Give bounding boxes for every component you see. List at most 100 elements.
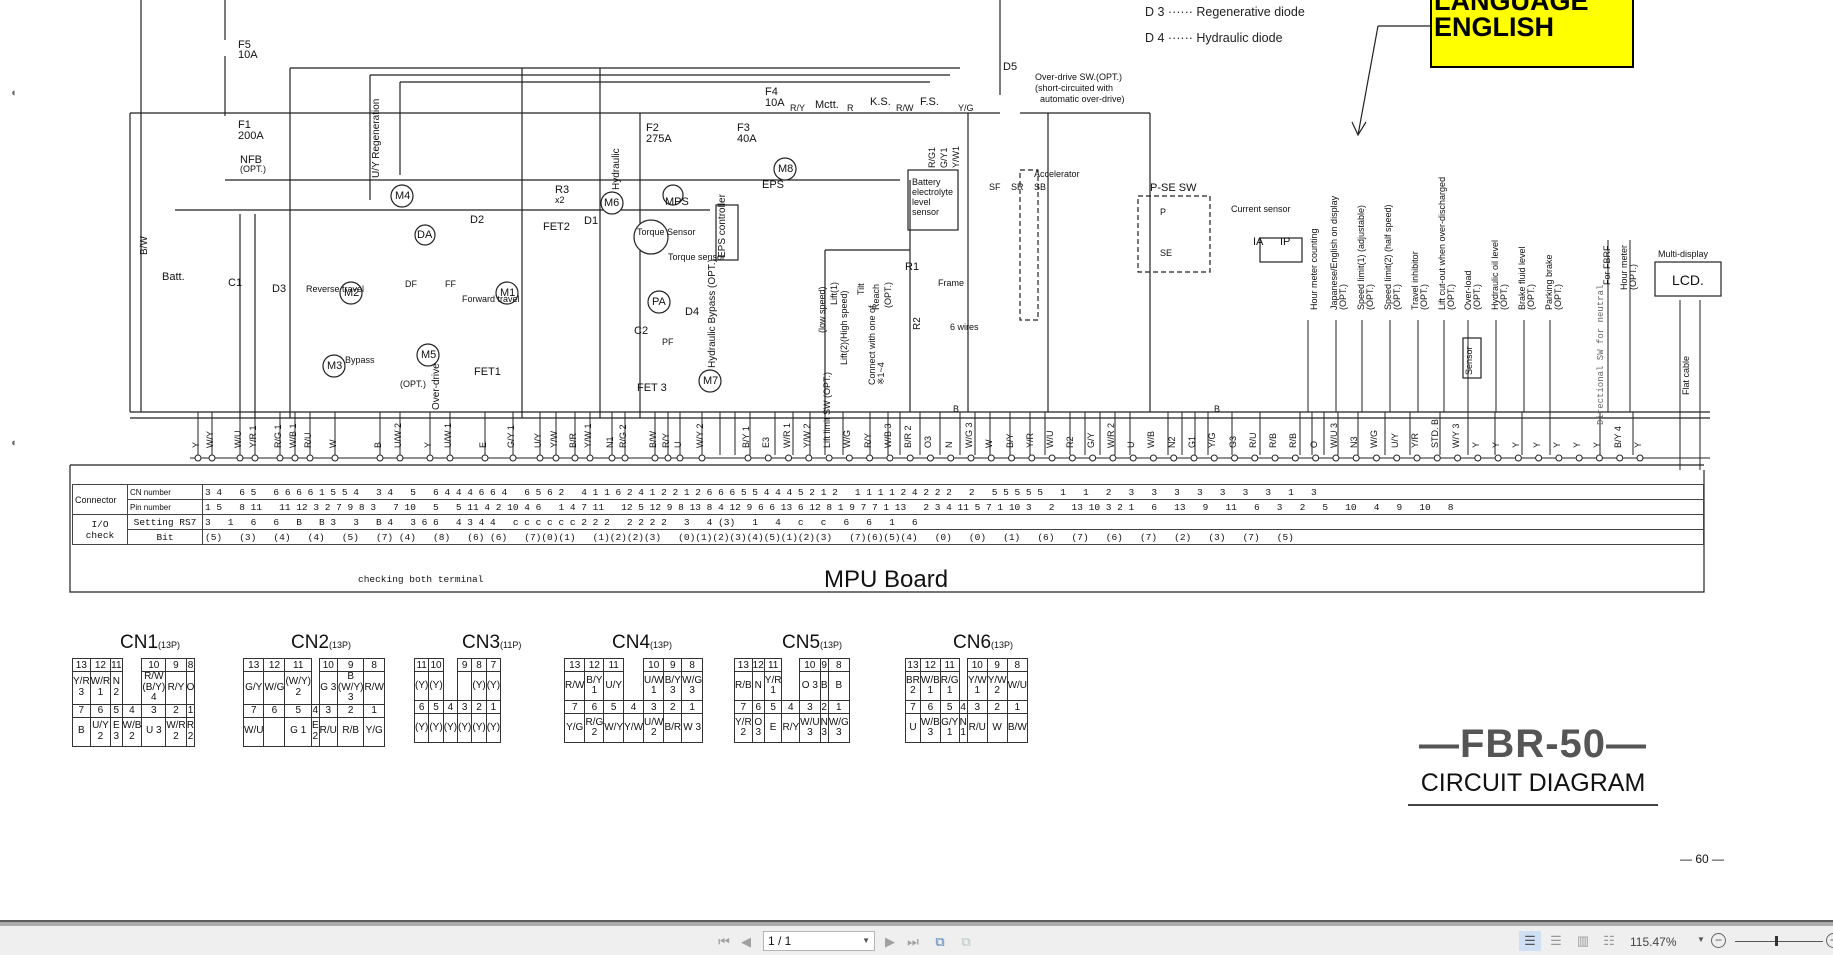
previous-page-button[interactable]: ◀ (738, 934, 754, 950)
pin-wire-color: B/Y 1 (584, 671, 605, 701)
document-viewer[interactable]: F5 10A F1 200A NFB (OPT.) Batt. B/W C1 D… (0, 0, 1833, 920)
next-page-icon: ▶ (885, 934, 895, 949)
pin-number: 4 (958, 700, 968, 714)
pin-number (624, 659, 644, 672)
bus-terminal (1595, 454, 1603, 462)
pin-wire-color: U/Y 2 (89, 716, 112, 747)
option-label-2: Speed limit(1) (adjustable) (OPT.) (1356, 204, 1376, 310)
wire-label: G/Y (1085, 432, 1096, 448)
wire-label: E3 (761, 436, 772, 448)
bus-terminal (1332, 454, 1340, 462)
zoom-level-value[interactable]: 115.47% (1630, 935, 1677, 949)
pin-number: 2 (986, 700, 1008, 714)
wire-label: Y/W 1 (583, 423, 593, 448)
fet3-label: FET 3 (637, 382, 667, 394)
pin-wire-color: B (72, 716, 91, 747)
wire-label: Y/R 1 (248, 425, 258, 448)
bus-terminal (805, 454, 813, 462)
pin-number: 3 (457, 700, 473, 714)
pin-wire-color: Y/W 1 (966, 671, 988, 701)
pin-wire-color: R/Y (165, 671, 187, 705)
bus-terminal (1190, 454, 1198, 462)
continuous-facing-view-button[interactable]: ☷ (1598, 931, 1620, 951)
pin-wire-color: W/G (263, 671, 286, 705)
wire-label: Y (1491, 441, 1502, 448)
torque-sensor-label: Torque Sensor (637, 227, 696, 237)
bus-terminal (664, 454, 672, 462)
pin-number: 2 (165, 703, 187, 718)
pin-wire-color: U/W 1 (643, 671, 665, 701)
bit-values: (5) (3) (4) (4) (5) (7) (4) (8) (6) (6) … (202, 529, 1704, 545)
pin-number: 9 (986, 658, 1008, 672)
zoom-slider[interactable] (1735, 936, 1823, 946)
zoom-in-button[interactable]: + (1826, 933, 1833, 948)
pin-wire-color: R/W (363, 671, 385, 705)
pin-number: 12 (584, 658, 605, 672)
pin-wire-color: G/Y (242, 671, 265, 705)
option-label-5: Lift cut-out when over-discharged (OPT.) (1437, 176, 1457, 310)
connector-pin-count: (13P) (991, 640, 1014, 650)
hydraulic-label: Hydraulic (611, 148, 622, 190)
connector-pin-count: (13P) (650, 640, 673, 650)
pin-wire-color: (W/Y) 2 (284, 671, 312, 705)
bus-terminal (845, 454, 853, 462)
pin-number: 13 (734, 658, 753, 672)
eps-label: EPS (762, 179, 785, 191)
pin-wire-color: (Y) (471, 713, 487, 743)
pin-number: 2 (471, 700, 487, 714)
bus-terminal (1210, 454, 1218, 462)
zoom-dropdown-chevron-icon[interactable]: ▼ (1697, 935, 1705, 944)
single-page-view-button[interactable]: ☰ (1519, 931, 1541, 951)
option-label-0: Hour meter counting (1309, 228, 1319, 310)
pin-number: 5 (110, 703, 123, 718)
connector-title: CN3(11P) (462, 632, 521, 654)
chevron-down-icon: ▼ (862, 936, 870, 945)
next-page-button[interactable]: ▶ (882, 934, 898, 950)
pin-wire-color: E (763, 713, 783, 743)
zoom-slider-thumb[interactable] (1774, 936, 1778, 946)
next-view-icon: ⧉ (961, 934, 971, 949)
multi-display-label: Multi-display (1658, 249, 1709, 259)
pin-wire-color: W/G 3 (681, 671, 704, 701)
f3-label: F3 (737, 122, 750, 134)
f3-rating: 40A (737, 133, 757, 145)
last-page-button[interactable]: ⏭ (905, 934, 921, 950)
mpu-board-title: MPU Board (824, 566, 949, 593)
r3x2-label: x2 (555, 195, 565, 205)
wire-label: R/G 1 (273, 424, 283, 448)
wire-label: W/G 3 (964, 422, 974, 448)
connector-title: CN2(13P) (291, 632, 351, 654)
pin-number (443, 659, 457, 672)
go-forward-view-button[interactable]: ⧉ (958, 934, 974, 950)
bus-terminal (926, 454, 934, 462)
pin-number: 7 (72, 703, 91, 718)
pin-wire-color: N 3 (819, 713, 829, 743)
connector-name: CN5 (782, 632, 821, 653)
wire-label: W/G (1369, 430, 1380, 448)
bus-terminal (1514, 454, 1522, 462)
setting-row: I/O check Setting RS7 3 1 6 6 B B 3 3 B … (72, 514, 1704, 545)
zoom-out-button[interactable]: − (1711, 933, 1726, 948)
continuous-view-button[interactable]: ☰ (1545, 931, 1567, 951)
page-number-select[interactable]: 1 / 1 ▼ (763, 931, 875, 951)
m5-label: M5 (421, 349, 437, 361)
language-callout-box: LANGUAGE ENGLISH (1430, 0, 1634, 68)
pin-number: 10 (966, 658, 988, 672)
connector-name: CN4 (612, 632, 651, 653)
bus-terminal (608, 454, 616, 462)
wire-label: Y (423, 441, 433, 448)
option-label-9: Parking brake (OPT.) (1544, 254, 1564, 310)
first-page-button[interactable]: ⏮ (716, 934, 732, 950)
pin-number: 8 (1006, 658, 1029, 672)
bus-terminal (1616, 454, 1624, 462)
pin-number: 5 (428, 700, 444, 714)
facing-view-button[interactable]: ▥ (1572, 931, 1594, 951)
current-sensor-label: Current sensor (1231, 204, 1291, 214)
pin-number (312, 659, 320, 672)
wire-label: W/U (1045, 430, 1056, 449)
go-back-view-button[interactable]: ⧉ (932, 934, 948, 950)
